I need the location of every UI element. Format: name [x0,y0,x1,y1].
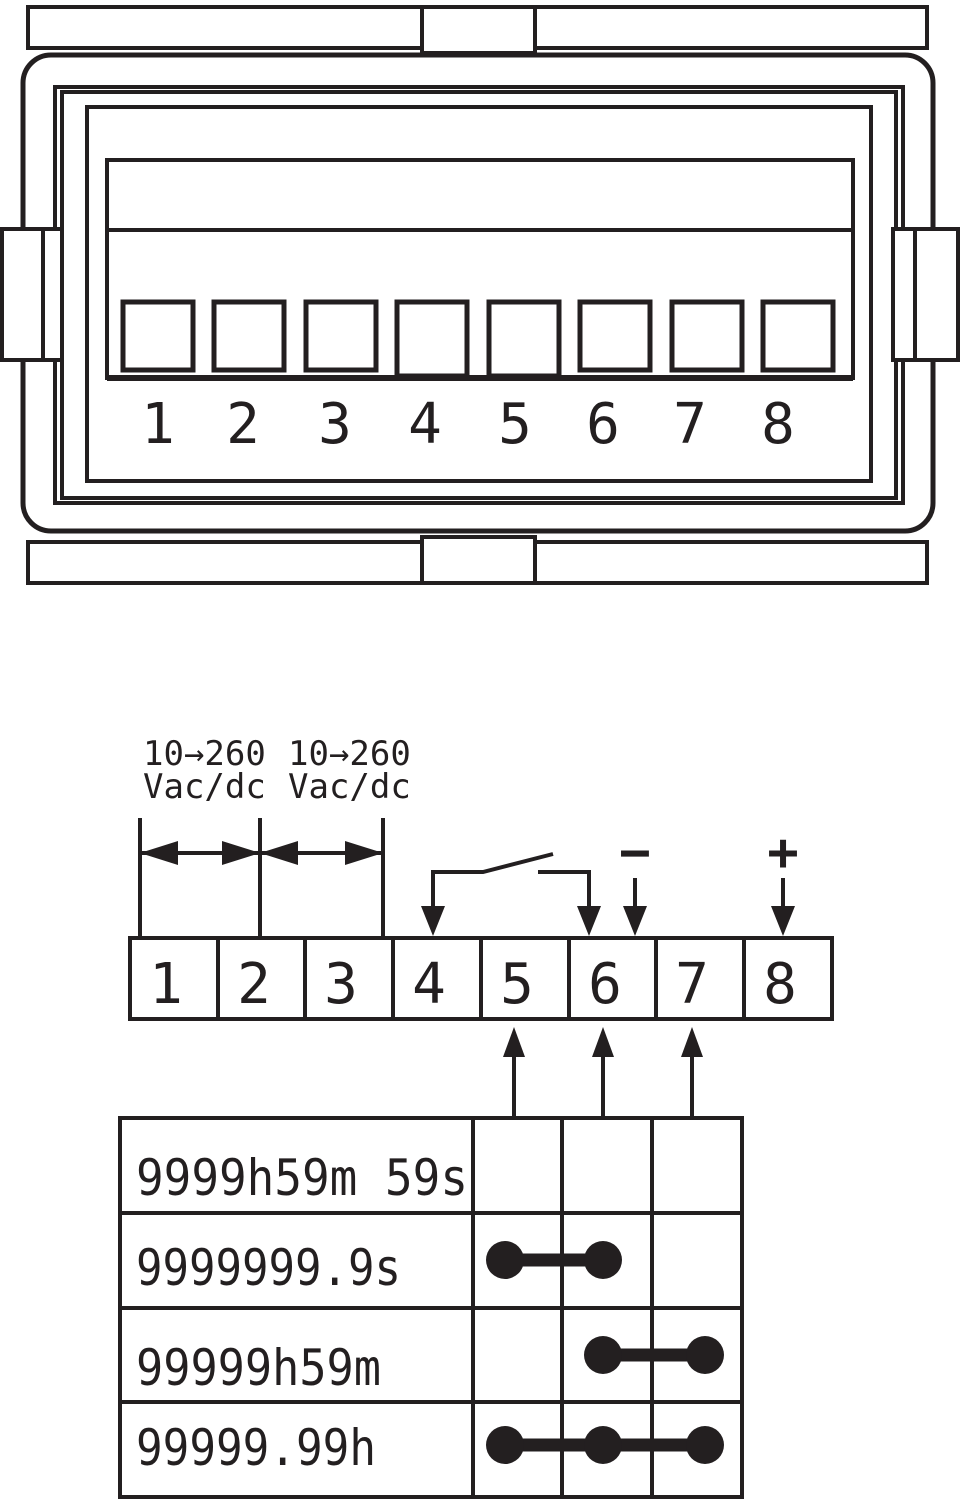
jumper-dot [584,1241,622,1279]
strip-terminal-number: 6 [588,952,622,1017]
terminal-slot-6 [577,299,653,373]
jumper-dot [486,1426,524,1464]
supply-unit-a: Vac/dc [143,767,266,807]
right-fixing-clip [891,227,960,362]
rear-terminal-number: 7 [673,392,707,457]
device-outer-case [20,52,936,534]
dimension-arrowhead-left [140,841,178,865]
rear-terminal-number: 8 [761,392,795,457]
format-row-labels: 9999h59m 59s 9999999.9s 99999h59m 99999.… [136,1149,468,1477]
up-arrowhead [592,1027,614,1057]
up-arrowhead [681,1027,703,1057]
jumper-link-6-7 [584,1336,724,1374]
display-format-table: 9999h59m 59s 9999999.9s 99999h59m 99999.… [118,1116,744,1499]
down-arrowhead [771,906,795,936]
top-mount-notch [420,5,537,55]
jumper-dot [686,1336,724,1374]
jumper-dot [584,1426,622,1464]
rear-terminal-numbers: 1 2 3 4 5 6 7 8 [141,392,795,457]
jumper-links [486,1241,724,1464]
format-label: 99999h59m [136,1339,381,1397]
device-back-panel [85,105,873,483]
jumper-dot [584,1336,622,1374]
jumper-dot [486,1241,524,1279]
power-supply-labels: 10→260 Vac/dc 10→260 Vac/dc [143,734,411,807]
strip-terminal-number: 3 [324,952,358,1017]
strip-terminal-number: 7 [675,952,709,1017]
plus-symbol: + [767,823,798,883]
supply-unit-b: Vac/dc [288,767,411,807]
terminal-slot-4 [394,299,470,379]
jumper-link-5-6-7 [486,1426,724,1464]
switch-right-contact [538,870,591,908]
jumper-up-arrows [503,1027,703,1118]
down-arrowhead [577,906,601,936]
terminal-strip: 1 2 3 4 5 6 7 8 [128,936,834,1021]
terminal-slot-1 [120,299,196,373]
rear-terminal-number: 3 [318,392,352,457]
rear-terminal-number: 2 [226,392,260,457]
supply-range-a: 10→260 [143,734,266,774]
terminal-slot-3 [303,299,379,373]
minus-symbol: − [619,823,650,883]
supply-range-b: 10→260 [288,734,411,774]
rear-terminal-number: 1 [141,392,175,457]
rear-terminal-number: 4 [408,392,442,457]
terminal-slot-7 [669,299,745,373]
strip-terminal-numbers: 1 2 3 4 5 6 7 8 [149,952,797,1017]
rear-terminal-number: 5 [498,392,532,457]
rear-terminal-number: 6 [586,392,620,457]
format-label: 9999999.9s [136,1239,401,1297]
terminal-slot-2 [211,299,287,373]
supply-dimension-lines [138,818,385,940]
terminal-slot-8 [760,299,836,373]
format-label: 9999h59m 59s [136,1149,468,1207]
strip-terminal-number: 5 [500,952,534,1017]
strip-terminal-number: 4 [412,952,446,1017]
dimension-arrowhead-right [345,841,383,865]
strip-terminal-number: 2 [237,952,271,1017]
dimension-arrowhead-right [222,841,260,865]
left-fixing-clip [0,227,64,362]
strip-terminal-number: 8 [763,952,797,1017]
dimension-arrowhead-left [260,841,298,865]
jumper-dot [686,1426,724,1464]
up-arrowhead [503,1027,525,1057]
strip-terminal-number: 1 [149,952,183,1017]
device-rear-view: 1 2 3 4 5 6 7 8 [0,5,960,585]
down-arrowhead [421,906,445,936]
terminal-slot-5 [486,299,562,379]
jumper-link-5-6 [486,1241,622,1279]
down-arrowhead [623,906,647,936]
bottom-mount-notch [420,535,537,585]
polarity-symbols: − + [619,823,799,936]
connection-diagram: 10→260 Vac/dc 10→260 Vac/dc − + [128,734,834,1118]
start-switch-symbol [421,852,601,936]
switch-left-contact [431,852,554,908]
format-label: 99999.99h [136,1419,376,1477]
rear-terminal-slots [120,299,836,379]
